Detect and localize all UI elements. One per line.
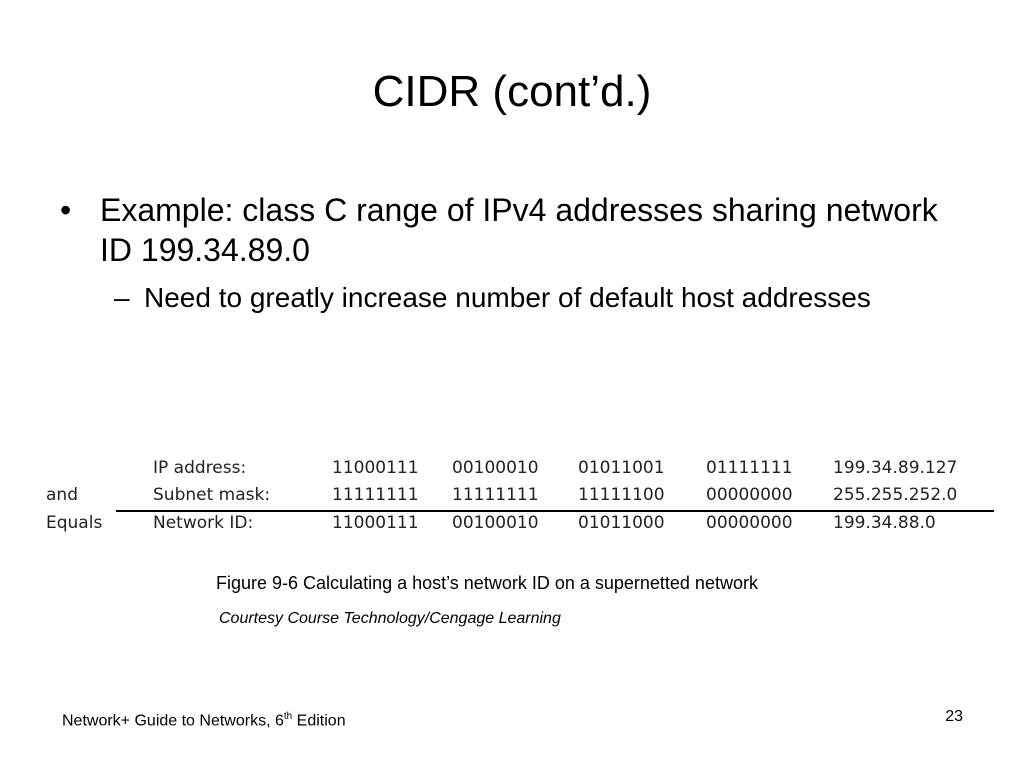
row-prefix: and: [46, 485, 78, 505]
sub-bullet-text: Need to greatly increase number of defau…: [144, 282, 871, 313]
octet-cell: 00100010: [452, 513, 539, 533]
dotted-address: 199.34.89.127: [833, 458, 958, 478]
octet-cell: 11111111: [452, 485, 539, 505]
octet-cell: 11111111: [332, 485, 419, 505]
octet-cell: 00000000: [706, 513, 793, 533]
row-label: IP address:: [153, 458, 247, 478]
dotted-address: 255.255.252.0: [833, 485, 958, 505]
octet-cell: 11111100: [578, 485, 665, 505]
bullet-marker: •: [60, 192, 72, 228]
octet-cell: 01011000: [578, 513, 665, 533]
dotted-address: 199.34.88.0: [833, 513, 936, 533]
slide-title: CIDR (cont’d.): [372, 67, 652, 116]
row-label: Subnet mask:: [153, 485, 271, 505]
result-divider: [116, 510, 994, 512]
figure-credit: Courtesy Course Technology/Cengage Learn…: [219, 610, 561, 627]
supernet-figure: IP address: 11000111 00100010 01011001 0…: [46, 456, 996, 546]
octet-cell: 11000111: [332, 458, 419, 478]
page-number: 23: [945, 708, 963, 725]
row-prefix: Equals: [46, 513, 103, 533]
octet-cell: 01111111: [706, 458, 793, 478]
octet-cell: 01011001: [578, 458, 665, 478]
sub-bullet-item: – Need to greatly increase number of def…: [114, 278, 904, 318]
footer-title-prefix: Network+ Guide to Networks, 6: [62, 712, 284, 730]
bullet-text: Example: class C range of IPv4 addresses…: [100, 192, 938, 268]
footer-book-title: Network+ Guide to Networks, 6th Edition: [62, 707, 346, 731]
octet-cell: 00000000: [706, 485, 793, 505]
sub-bullet-marker: –: [114, 282, 130, 313]
bullet-list: • Example: class C range of IPv4 address…: [60, 190, 960, 318]
footer-title-suffix: Edition: [292, 712, 346, 730]
figure-caption: Figure 9-6 Calculating a host’s network …: [216, 573, 758, 593]
octet-cell: 11000111: [332, 513, 419, 533]
row-label: Network ID:: [153, 513, 254, 533]
footer-title-sup: th: [283, 711, 293, 722]
bullet-item: • Example: class C range of IPv4 address…: [60, 190, 960, 270]
octet-cell: 00100010: [452, 458, 539, 478]
